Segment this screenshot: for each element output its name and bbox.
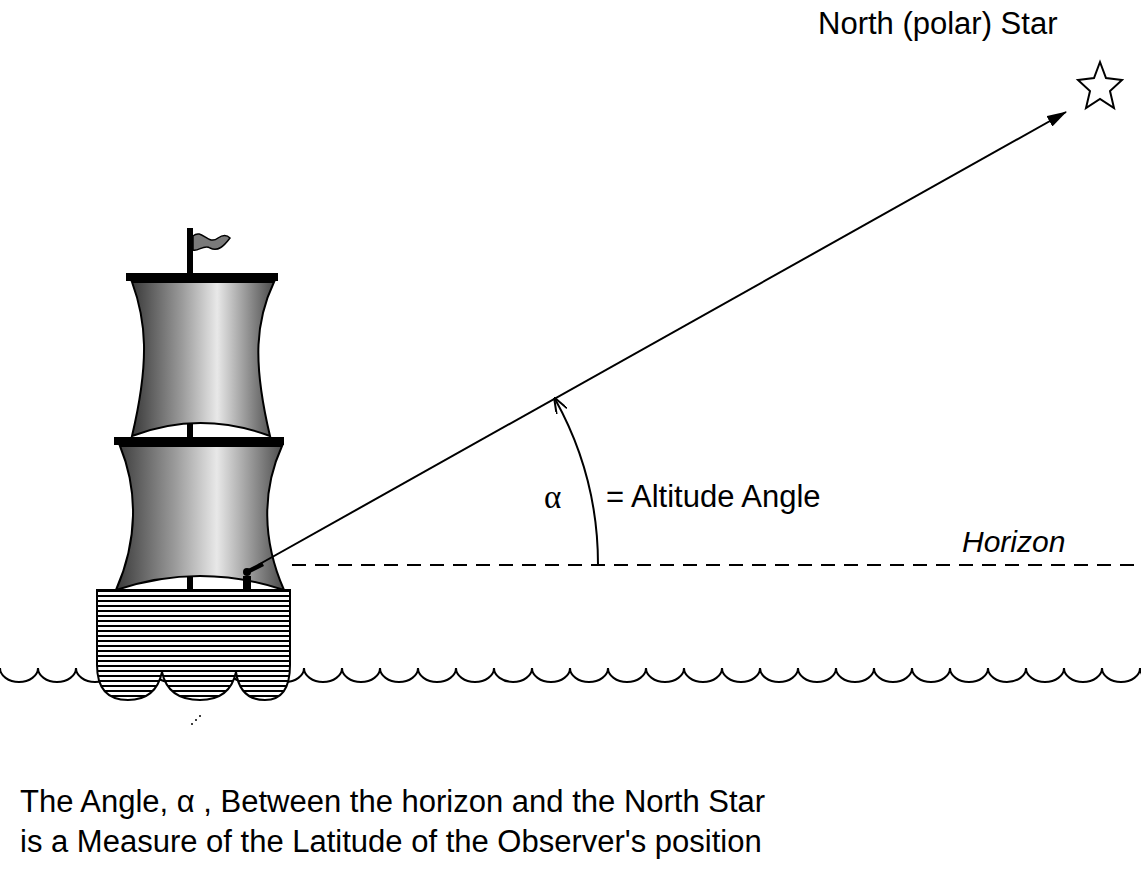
ship-hull [97,590,290,700]
angle-arc [555,399,598,565]
ship-yard [126,273,278,281]
ship-yard [114,437,284,445]
north-star [1078,62,1122,108]
ship-flag [193,234,230,250]
figure-label: Horizon [962,526,1065,558]
figure-label: = Altitude Angle [606,481,821,514]
horizon-line [292,564,1138,566]
sight-line-arrow [258,112,1066,565]
ship-sail [116,446,284,590]
figure-label: North (polar) Star [818,8,1057,41]
figure-caption: The Angle, α , Between the horizon and t… [20,782,773,863]
ship-sail [132,282,274,436]
observer-figure [243,562,264,590]
angle-symbol: α [544,480,561,515]
speck-dots [191,715,201,725]
